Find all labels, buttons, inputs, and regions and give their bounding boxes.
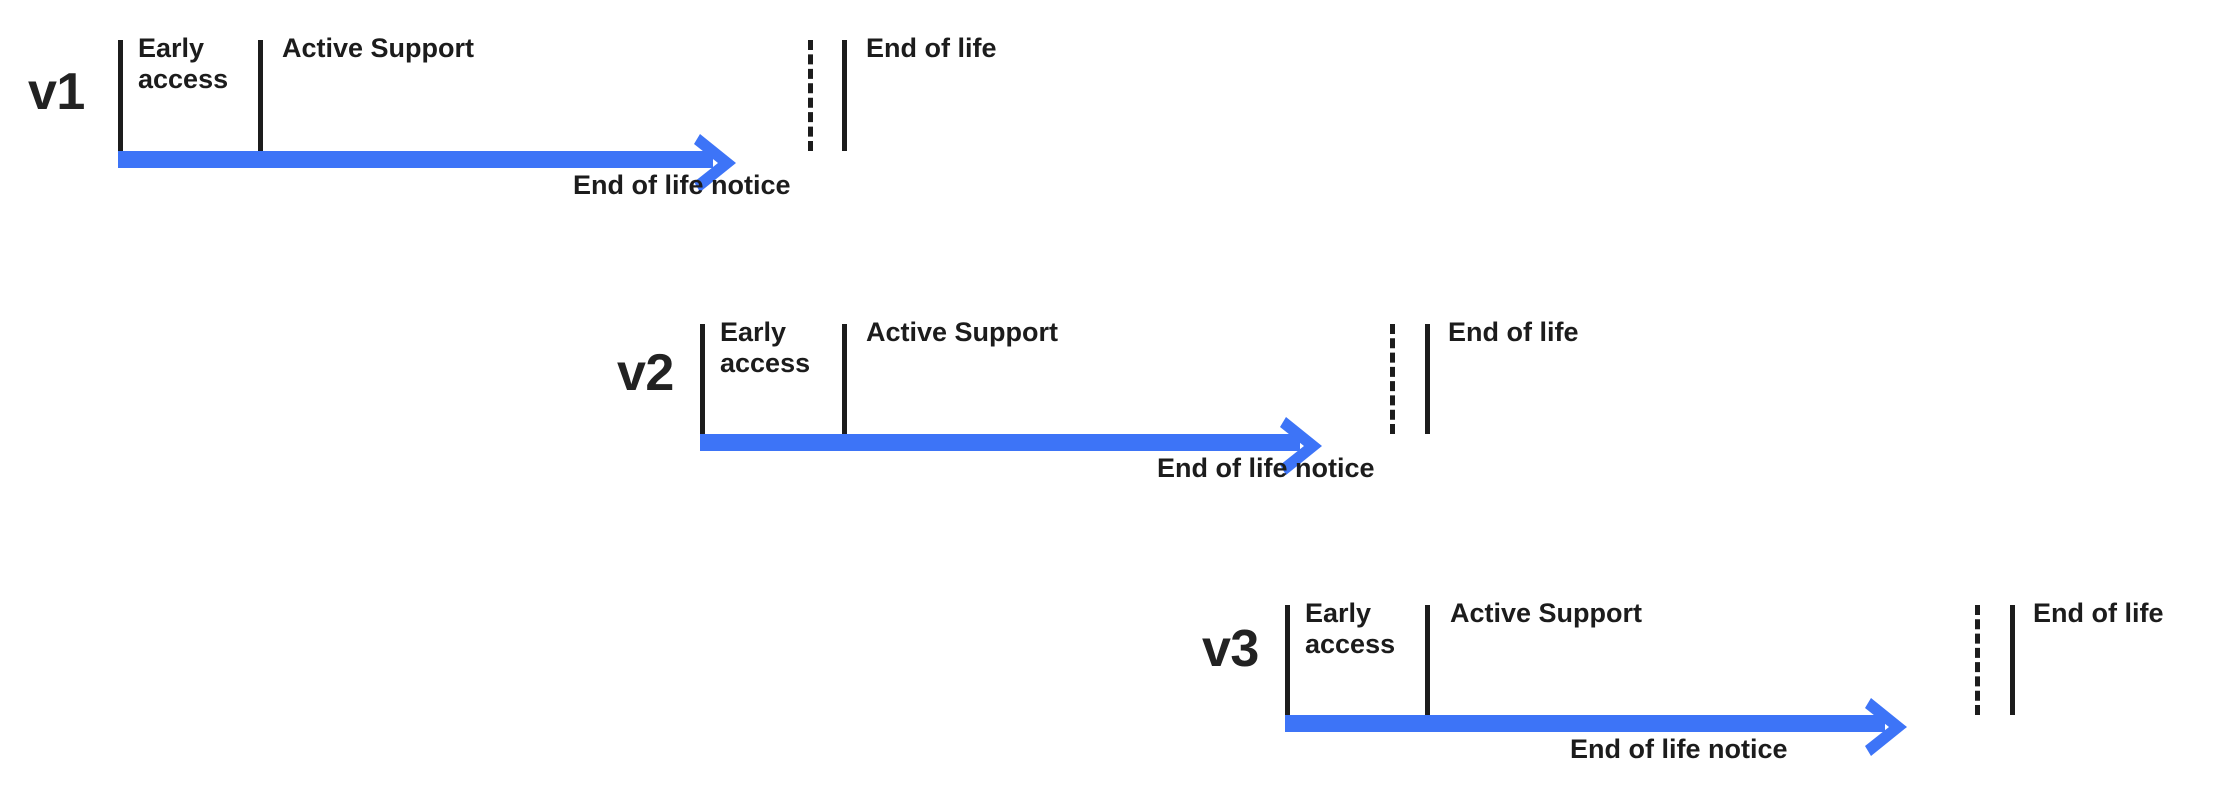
end-of-life-notice-label-v3: End of life notice — [1570, 734, 1788, 764]
boundary-active-support-start-v3 — [1425, 605, 1430, 715]
timeline-track-v2 — [700, 434, 1300, 451]
phase-label-active-support-v3: Active Support — [1450, 598, 1643, 628]
boundary-end-of-life-start-v2 — [1425, 324, 1430, 434]
boundary-end-of-life-notice-v3 — [1975, 605, 1980, 715]
timeline-arrow-icon-v3 — [1849, 692, 1919, 762]
phase-label-end-of-life-v3: End of life — [2033, 598, 2164, 628]
phase-label-early-access-v3: Early access — [1305, 598, 1396, 660]
end-of-life-notice-label-v2: End of life notice — [1157, 453, 1375, 483]
timeline-arrow-icon-v1 — [678, 128, 748, 198]
boundary-early-access-start-v1 — [118, 40, 123, 151]
boundary-early-access-start-v3 — [1285, 605, 1290, 715]
version-label-v2: v2 — [617, 344, 674, 402]
boundary-active-support-start-v1 — [258, 40, 263, 151]
boundary-end-of-life-notice-v1 — [808, 40, 813, 151]
boundary-end-of-life-notice-v2 — [1390, 324, 1395, 434]
version-label-v3: v3 — [1202, 620, 1259, 678]
phase-label-active-support-v2: Active Support — [866, 317, 1059, 347]
end-of-life-notice-label-v1: End of life notice — [573, 170, 791, 200]
phase-label-end-of-life-v1: End of life — [866, 33, 997, 63]
timeline-track-v1 — [118, 151, 713, 168]
boundary-end-of-life-start-v3 — [2010, 605, 2015, 715]
timeline-track-v3 — [1285, 715, 1885, 732]
version-label-v1: v1 — [28, 63, 85, 121]
boundary-early-access-start-v2 — [700, 324, 705, 434]
phase-label-end-of-life-v2: End of life — [1448, 317, 1579, 347]
boundary-active-support-start-v2 — [842, 324, 847, 434]
boundary-end-of-life-start-v1 — [842, 40, 847, 151]
timeline-arrow-icon-v2 — [1264, 411, 1334, 481]
phase-label-early-access-v1: Early access — [138, 33, 229, 95]
phase-label-active-support-v1: Active Support — [282, 33, 475, 63]
phase-label-early-access-v2: Early access — [720, 317, 811, 379]
